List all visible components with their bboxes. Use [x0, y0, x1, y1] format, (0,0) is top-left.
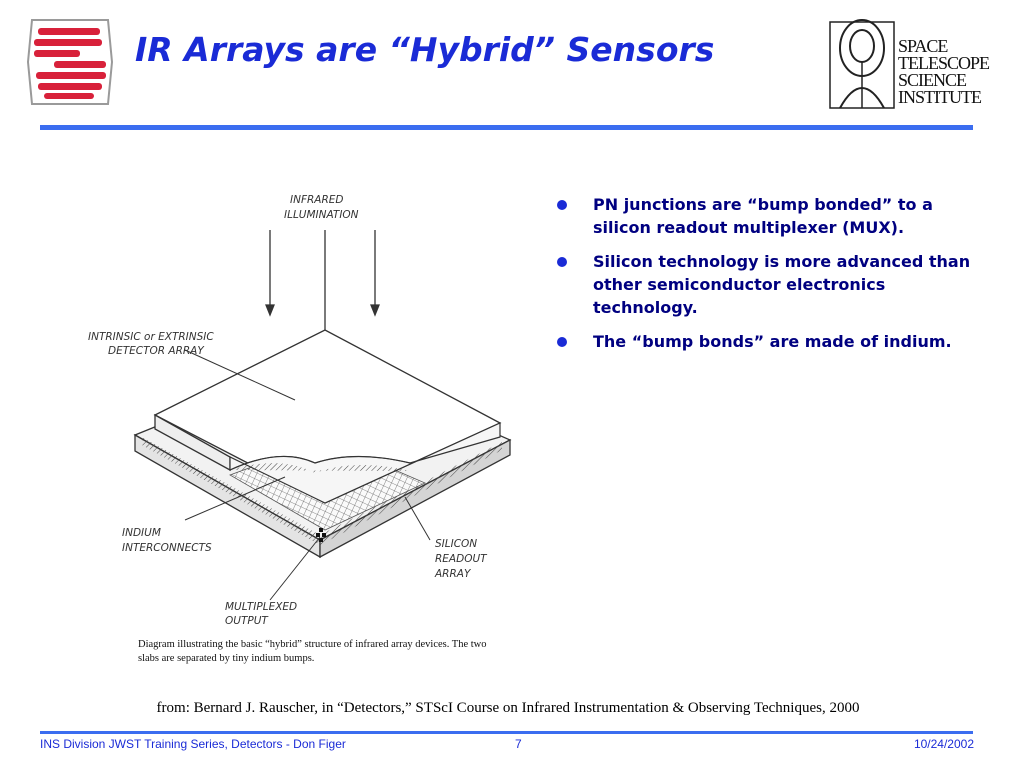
logo-line-4: INSTITUTE — [898, 87, 982, 107]
footer-series: INS Division JWST Training Series, Detec… — [40, 737, 346, 751]
bullet-item: PN junctions are “bump bonded” to a sili… — [555, 193, 975, 239]
bullet-dot-icon — [557, 337, 567, 347]
label-illumination: ILLUMINATION — [284, 209, 359, 221]
bullet-text: Silicon technology is more advanced than… — [593, 252, 971, 317]
bullet-text: PN junctions are “bump bonded” to a sili… — [593, 195, 933, 237]
hybrid-sensor-diagram: INFRARED ILLUMINATION — [80, 185, 530, 665]
label-silicon-1: SILICON — [435, 538, 477, 550]
stsci-logo: SPACE TELESCOPE SCIENCE INSTITUTE — [826, 8, 998, 112]
logo-line-2: TELESCOPE — [898, 53, 990, 73]
bullet-dot-icon — [557, 257, 567, 267]
label-silicon-3: ARRAY — [434, 568, 472, 580]
label-mux-1: MULTIPLEXED — [225, 601, 297, 613]
label-detector-1: INTRINSIC or EXTRINSIC — [88, 331, 214, 343]
bullet-item: Silicon technology is more advanced than… — [555, 250, 975, 319]
bullet-dot-icon — [557, 200, 567, 210]
page-number: 7 — [515, 737, 522, 751]
logo-line-3: SCIENCE — [898, 70, 967, 90]
label-mux-2: OUTPUT — [225, 615, 269, 627]
label-indium-2: INTERCONNECTS — [122, 542, 212, 554]
division-logo — [24, 16, 116, 108]
title-divider — [40, 125, 973, 130]
source-citation: from: Bernard J. Rauscher, in “Detectors… — [156, 700, 860, 716]
diagram-caption-1: Diagram illustrating the basic “hybrid” … — [138, 639, 487, 650]
diagram-caption-2: slabs are separated by tiny indium bumps… — [138, 653, 314, 664]
bullet-list: PN junctions are “bump bonded” to a sili… — [555, 193, 975, 364]
bullet-item: The “bump bonds” are made of indium. — [555, 330, 975, 353]
slide-title: IR Arrays are “Hybrid” Sensors — [135, 30, 715, 69]
label-detector-2: DETECTOR ARRAY — [108, 345, 205, 357]
logo-line-1: SPACE — [898, 36, 948, 56]
output-pads — [316, 528, 326, 542]
detector-array-slab — [153, 329, 502, 504]
label-indium-1: INDIUM — [122, 527, 161, 539]
bullet-text: The “bump bonds” are made of indium. — [593, 332, 952, 351]
footer-divider — [40, 731, 973, 734]
label-silicon-2: READOUT — [435, 553, 488, 565]
footer-date: 10/24/2002 — [913, 737, 974, 751]
label-infrared: INFRARED — [290, 194, 343, 206]
